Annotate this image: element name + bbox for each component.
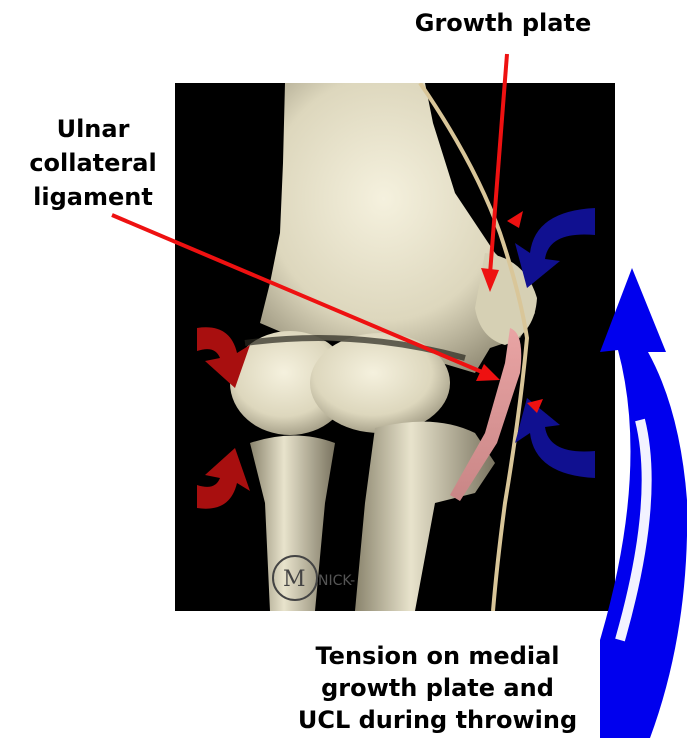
ucl-label: Ulnar collateral ligament — [18, 112, 168, 214]
tension-caption-line1: Tension on medial — [290, 640, 585, 672]
watermark-text: NICK- — [318, 573, 355, 589]
tension-caption-line2: growth plate and — [290, 672, 585, 704]
rotation-arrow-highlight — [620, 420, 647, 640]
ucl-label-line2: collateral — [18, 146, 168, 180]
ucl-label-line3: ligament — [18, 180, 168, 214]
tension-caption: Tension on medial growth plate and UCL d… — [290, 640, 585, 736]
tension-caption-line3: UCL during throwing — [290, 704, 585, 736]
growth-plate-label: Growth plate — [398, 8, 608, 38]
watermark-logo-letters: M — [283, 567, 306, 592]
elbow-illustration: M NICK- — [175, 83, 615, 611]
ucl-label-line1: Ulnar — [18, 112, 168, 146]
